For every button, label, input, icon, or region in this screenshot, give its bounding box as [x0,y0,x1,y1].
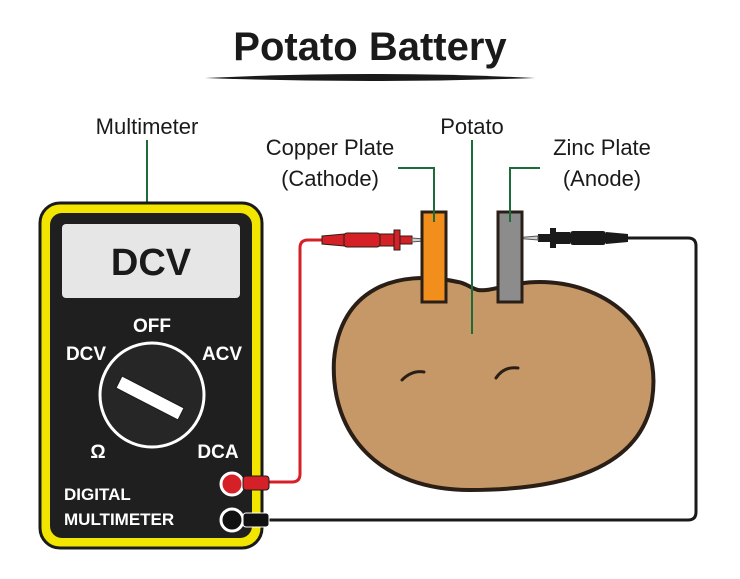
diagram-title: Potato Battery [233,25,507,69]
multimeter-label: Multimeter [96,114,199,139]
red-jack[interactable] [219,471,245,497]
copper-leader-line [398,167,435,222]
dial-label-ohm: Ω [90,442,105,463]
red-wire [268,238,322,484]
black-probe [513,228,628,248]
anode-label: (Anode) [563,166,641,191]
zinc-plate-label: Zinc Plate [553,135,651,160]
copper-plate-label: Copper Plate [266,135,394,160]
cathode-label: (Cathode) [281,166,379,191]
digital-label: DIGITAL [64,485,131,504]
copper-plate [420,210,448,304]
potato-label: Potato [440,114,504,139]
potato-eye-1 [400,370,426,382]
zinc-leader-line [509,167,540,222]
dial-pointer [115,375,185,421]
black-wire [268,236,698,522]
dial-label-acv: ACV [202,344,242,365]
title-underline [205,74,535,81]
red-plug [242,475,270,491]
multimeter-screen [62,224,240,298]
zinc-plate [496,210,524,304]
dial-label-dca: DCA [197,442,238,463]
red-probe [321,229,437,251]
black-plug [242,512,270,528]
dial-label-off: OFF [133,316,171,337]
multimeter: DCV OFF DCV ACV Ω DCA DIGITAL MULTIMETER [38,201,270,550]
multimeter-display-text: DCV [111,242,192,284]
potato [331,276,656,493]
dial-label-dcv: DCV [66,344,106,365]
black-jack[interactable] [219,507,245,533]
potato-eye-2 [494,366,520,380]
multimeter-brand-label: MULTIMETER [64,510,174,529]
